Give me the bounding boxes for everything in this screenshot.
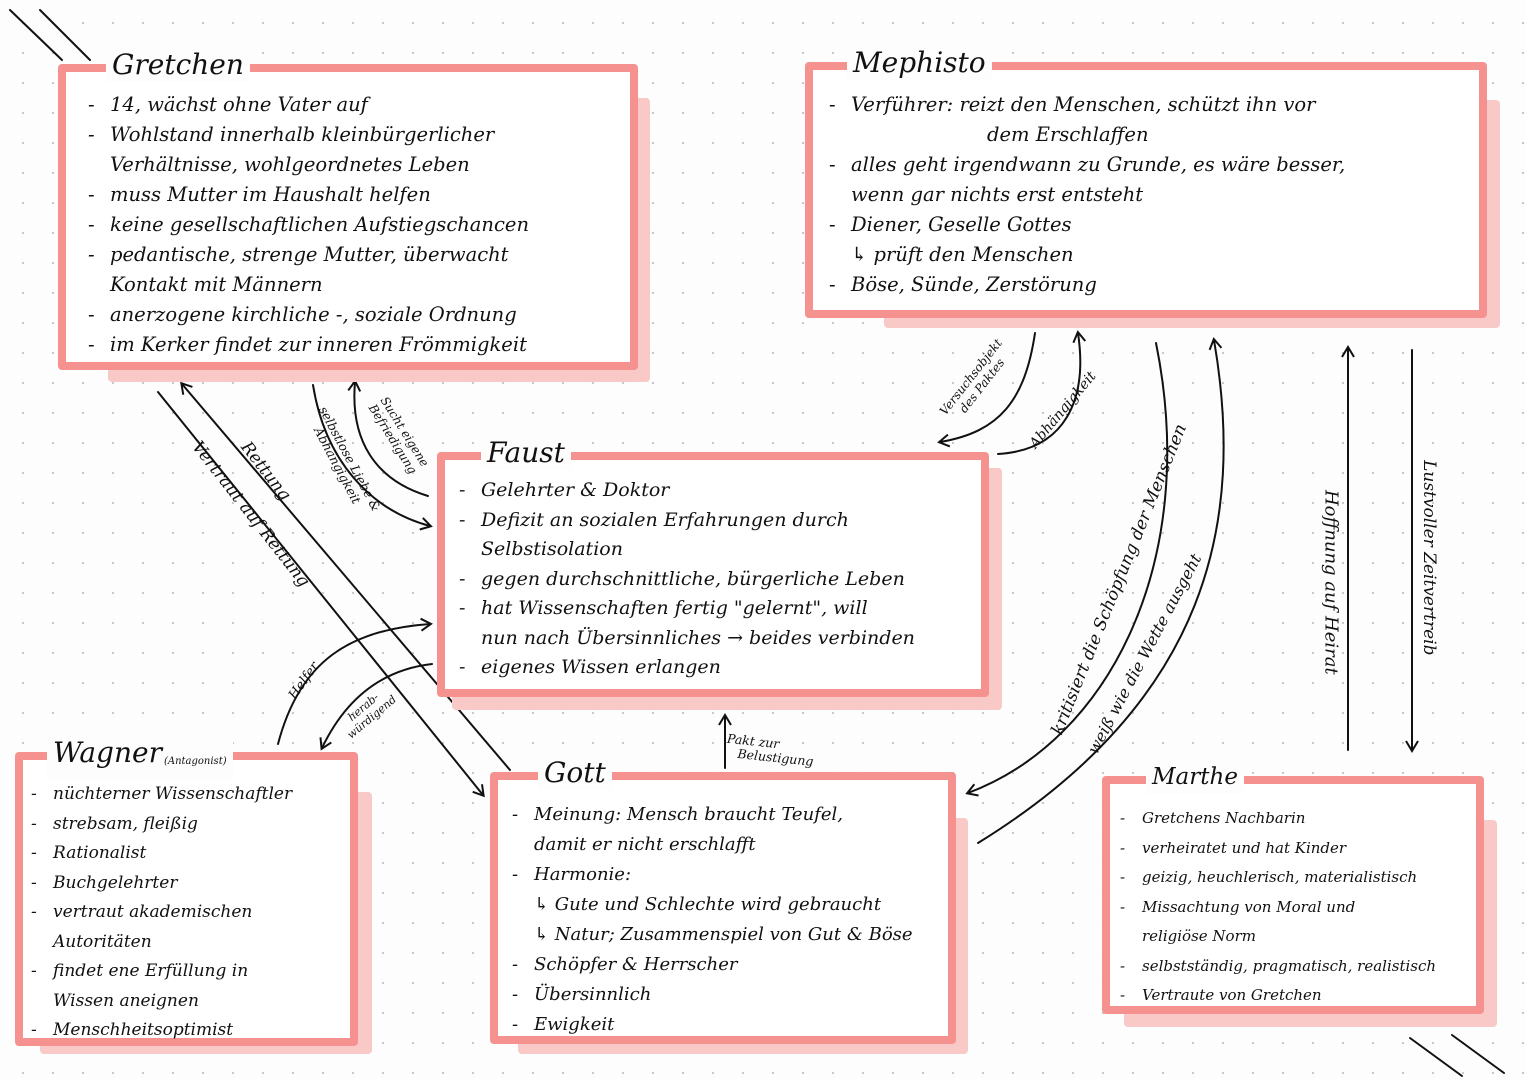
list-item: ↳ prüft den Menschen: [851, 243, 1074, 266]
faust-box: Faust -Gelehrter & Doktor -Defizit an so…: [437, 436, 989, 697]
mephisto-title: Mephisto: [847, 46, 992, 80]
mephisto-list: -Verführer: reizt den Menschen, schützt …: [829, 90, 1345, 300]
corner-stroke: [1409, 1037, 1463, 1077]
gretchen-list: -14, wächst ohne Vater auf -Wohlstand in…: [88, 90, 529, 360]
list-item: -Schöpfer & Herrscher: [512, 954, 738, 975]
list-item: Selbstisolation: [481, 538, 623, 560]
list-item: dem Erschlaffen: [987, 123, 1149, 146]
list-item: religiöse Norm: [1142, 927, 1256, 945]
label-helfer: Helfer: [286, 659, 323, 703]
list-item: -nüchterner Wissenschaftler: [31, 784, 293, 804]
list-item: -selbstständig, pragmatisch, realistisch: [1120, 956, 1437, 975]
list-item: nun nach Übersinnliches → beides verbind…: [481, 626, 915, 649]
label-hoffnung-auf-heirat: Hoffnung auf Heirat: [1320, 489, 1342, 675]
list-item: -im Kerker findet zur inneren Frömmigkei…: [88, 333, 527, 356]
list-item: -pedantische, strenge Mutter, überwacht: [88, 243, 509, 266]
list-item: -alles geht irgendwann zu Grunde, es wär…: [829, 153, 1346, 176]
faust-list: -Gelehrter & Doktor -Defizit an sozialen…: [459, 476, 915, 683]
gott-title: Gott: [538, 756, 612, 790]
wagner-subtitle: (Antagonist): [163, 756, 227, 767]
marthe-list: -Gretchens Nachbarin -verheiratet und ha…: [1120, 804, 1436, 1011]
list-item: -Meinung: Mensch braucht Teufel,: [512, 804, 843, 825]
list-item: wenn gar nichts erst entsteht: [851, 183, 1144, 206]
label-abhaengigkeit-mephisto: Abhängigkeit: [1026, 368, 1100, 452]
gott-list: -Meinung: Mensch braucht Teufel, damit e…: [512, 800, 913, 1040]
label-lustvoller-zeitvertreib: Lustvoller Zeitvertreib: [1418, 460, 1439, 656]
list-item: -Rationalist: [31, 843, 147, 863]
faust-title: Faust: [481, 436, 571, 470]
list-item: Verhältnisse, wohlgeordnetes Leben: [110, 153, 470, 176]
list-item: Wissen aneignen: [53, 990, 199, 1011]
list-item: -geizig, heuchlerisch, materialistisch: [1120, 868, 1418, 886]
gretchen-box: Gretchen -14, wächst ohne Vater auf -Woh…: [58, 48, 638, 370]
corner-stroke: [39, 9, 91, 61]
list-item: -strebsam, fleißig: [31, 813, 198, 834]
list-item: -Menschheitsoptimist: [31, 1020, 234, 1040]
list-item: -findet ene Erfüllung in: [31, 961, 249, 981]
list-item: -Gretchens Nachbarin: [1120, 809, 1306, 827]
list-item: ↳ Gute und Schlechte wird gebraucht: [534, 894, 882, 915]
corner-stroke: [9, 9, 63, 61]
marthe-title: Marthe: [1146, 760, 1244, 794]
list-item: -eigenes Wissen erlangen: [459, 656, 721, 678]
list-item: Autoritäten: [53, 931, 152, 952]
list-item: damit er nicht erschlafft: [534, 834, 756, 855]
list-item: ↳ Natur; Zusammenspiel von Gut & Böse: [534, 924, 913, 945]
list-item: -14, wächst ohne Vater auf: [88, 93, 368, 116]
list-item: Kontakt mit Männern: [110, 273, 323, 296]
list-item: -Wohlstand innerhalb kleinbürgerlicher: [88, 123, 495, 146]
list-item: -Defizit an sozialen Erfahrungen durch: [459, 508, 849, 531]
list-item: -Verführer: reizt den Menschen, schützt …: [829, 93, 1316, 116]
list-item: -muss Mutter im Haushalt helfen: [88, 183, 431, 206]
list-item: -Harmonie:: [512, 864, 632, 885]
gretchen-title: Gretchen: [106, 48, 250, 82]
list-item: -gegen durchschnittliche, bürgerliche Le…: [459, 567, 905, 590]
list-item: -Gelehrter & Doktor: [459, 479, 670, 501]
wagner-list: -nüchterner Wissenschaftler -strebsam, f…: [31, 780, 292, 1046]
list-item: -Ewigkeit: [512, 1014, 615, 1035]
gott-box: Gott -Meinung: Mensch braucht Teufel, da…: [490, 756, 956, 1044]
list-item: -Böse, Sünde, Zerstörung: [829, 273, 1097, 296]
mephisto-box: Mephisto -Verführer: reizt den Menschen,…: [805, 46, 1487, 318]
marthe-box: Marthe -Gretchens Nachbarin -verheiratet…: [1102, 760, 1484, 1014]
list-item: -Missachtung von Moral und: [1120, 897, 1356, 916]
list-item: -verheiratet und hat Kinder: [1120, 838, 1347, 857]
list-item: -Buchgelehrter: [31, 872, 178, 893]
wagner-box: Wagner(Antagonist) -nüchterner Wissensch…: [15, 736, 358, 1046]
wagner-title: Wagner(Antagonist): [47, 736, 233, 779]
corner-stroke: [1451, 1034, 1505, 1074]
label-herabwuerdigend: herab-würdigend: [344, 690, 399, 742]
list-item: -Diener, Geselle Gottes: [829, 213, 1072, 236]
list-item: -Übersinnlich: [512, 984, 652, 1005]
list-item: -Vertraute von Gretchen: [1120, 986, 1322, 1004]
list-item: -hat Wissenschaften fertig "gelernt", wi…: [459, 597, 868, 619]
list-item: -anerzogene kirchliche -, soziale Ordnun…: [88, 303, 517, 326]
list-item: -vertraut akademischen: [31, 902, 253, 922]
list-item: -keine gesellschaftlichen Aufstiegschanc…: [88, 213, 530, 236]
